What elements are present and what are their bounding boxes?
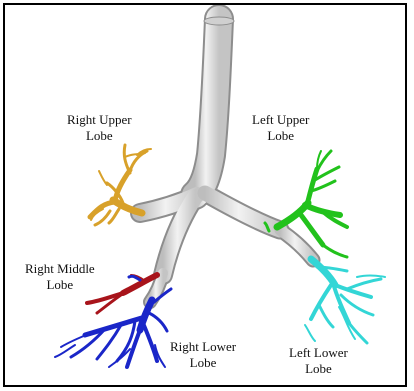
left-lower-lobe-branches <box>305 259 385 343</box>
airway-tree-figure: Right Upper Lobe Left Upper Lobe Right M… <box>3 3 407 387</box>
label-right-upper-line2: Lobe <box>67 128 132 144</box>
right-upper-lobe-branches <box>90 145 151 225</box>
label-left-lower-line1: Left Lower <box>289 345 348 361</box>
label-right-middle-line1: Right Middle <box>25 261 95 277</box>
label-right-lower-line2: Lobe <box>170 355 236 371</box>
trachea <box>140 17 313 302</box>
label-right-lower-line1: Right Lower <box>170 339 236 355</box>
label-right-middle-line2: Lobe <box>25 277 95 293</box>
label-right-upper-line1: Right Upper <box>67 112 132 128</box>
label-left-upper-line1: Left Upper <box>252 112 309 128</box>
label-right-middle-lobe: Right Middle Lobe <box>25 261 95 293</box>
label-left-upper-lobe: Left Upper Lobe <box>252 112 309 144</box>
label-right-lower-lobe: Right Lower Lobe <box>170 339 236 371</box>
label-right-upper-lobe: Right Upper Lobe <box>67 112 132 144</box>
label-left-upper-line2: Lobe <box>252 128 309 144</box>
airway-tree-drawing <box>5 5 409 389</box>
left-upper-lobe-branches <box>265 151 347 257</box>
label-left-lower-line2: Lobe <box>289 361 348 377</box>
label-left-lower-lobe: Left Lower Lobe <box>289 345 348 377</box>
